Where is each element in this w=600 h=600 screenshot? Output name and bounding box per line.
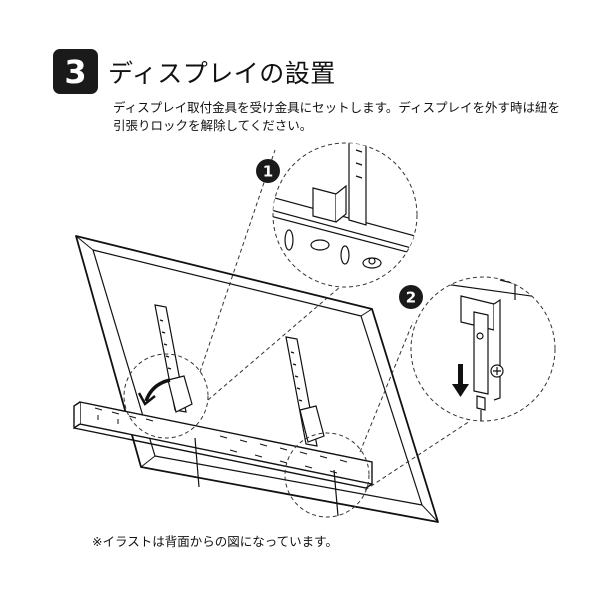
step-title: ディスプレイの設置 <box>108 59 336 88</box>
step-number: 3 <box>64 52 87 91</box>
detail-circle-left <box>123 353 370 518</box>
detail-magnifier-1 <box>272 142 418 288</box>
mount-arm-right <box>285 336 339 517</box>
detail-magnifier-2 <box>410 276 556 422</box>
footnote: ※イラストは背面からの図になっています。 <box>92 534 338 549</box>
instruction-text: ディスプレイ取付金具を受け金具にセットします。ディスプレイを外す時は紐を 引張り… <box>113 99 563 135</box>
instruction-line-1: ディスプレイ取付金具を受け金具にセットします。ディスプレイを外す時は紐を <box>113 100 561 115</box>
callout-2-number: 2 <box>406 289 416 307</box>
arrow-curved-icon <box>137 378 171 406</box>
step-number-badge: 3 <box>53 49 98 94</box>
callout-1: 1 <box>256 159 280 183</box>
display-panel <box>75 235 439 523</box>
callout-2: 2 <box>399 285 423 309</box>
wall-bracket-rail <box>73 401 373 489</box>
arrow-down-icon <box>452 364 469 397</box>
mount-arm-left <box>154 304 200 488</box>
rail-slots <box>94 407 348 474</box>
callout-1-number: 1 <box>263 163 273 181</box>
instruction-line-2: 引張りロックを解除してください。 <box>113 118 313 133</box>
leader-lines <box>199 149 471 491</box>
